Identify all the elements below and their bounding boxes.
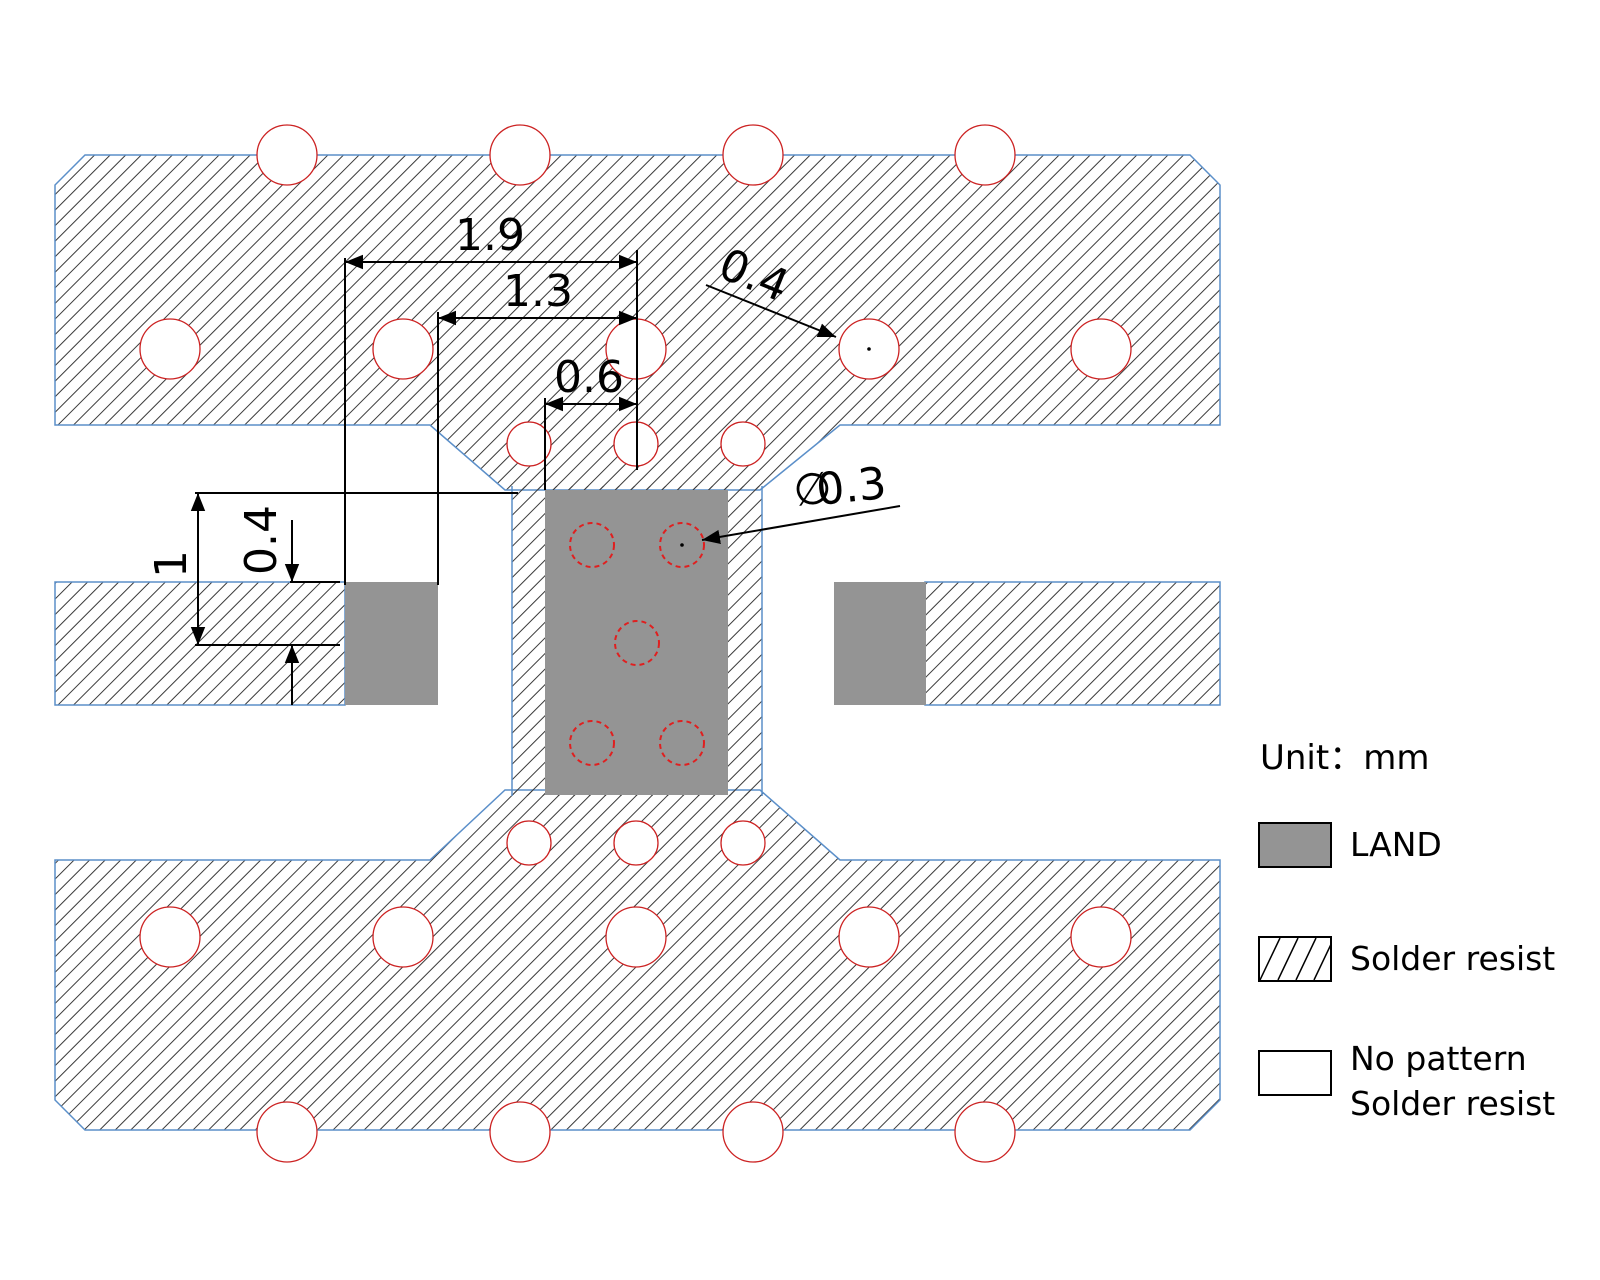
land-via — [659, 720, 705, 766]
via — [838, 906, 900, 968]
solder-resist-right-strip — [924, 581, 1221, 706]
via — [139, 318, 201, 380]
no-pattern-swatch — [1258, 1050, 1332, 1096]
dim-0-4-vertical: 0.4 — [236, 505, 287, 575]
via — [722, 1101, 784, 1163]
via — [1070, 906, 1132, 968]
hatch-swatch — [1258, 936, 1335, 982]
legend-item-no-pattern: No pattern Solder resist — [1258, 1036, 1555, 1126]
via — [954, 1101, 1016, 1163]
via — [256, 124, 318, 186]
land-via — [659, 522, 705, 568]
via — [954, 124, 1016, 186]
lands — [345, 490, 926, 795]
land-via — [569, 522, 615, 568]
via — [613, 820, 659, 866]
via — [372, 318, 434, 380]
legend-label-solder-resist: Solder resist — [1350, 939, 1556, 978]
solder-resist-regions — [54, 154, 1221, 1131]
dim-1-9: 1.9 — [455, 210, 525, 261]
via — [1070, 318, 1132, 380]
legend-label-no-pattern: No pattern Solder resist — [1350, 1036, 1555, 1126]
via — [139, 906, 201, 968]
solder-resist-left-strip — [54, 581, 346, 706]
via — [489, 1101, 551, 1163]
via — [720, 421, 766, 467]
dim-0-6: 0.6 — [554, 352, 624, 403]
legend-item-solder-resist: Solder resist — [1258, 936, 1555, 982]
dim-1: 1 — [146, 550, 197, 578]
dim-1-3: 1.3 — [503, 266, 573, 317]
via — [506, 820, 552, 866]
via — [506, 421, 552, 467]
via — [722, 124, 784, 186]
via — [605, 906, 667, 968]
dim-0-3: 0.3 — [814, 458, 889, 516]
legend-label-no-pattern-line1: No pattern — [1350, 1039, 1527, 1078]
land-via — [614, 620, 660, 666]
land-right — [834, 582, 926, 705]
land-vias — [569, 522, 705, 766]
legend-label-no-pattern-line2: Solder resist — [1350, 1084, 1556, 1123]
dimension-lines — [190, 250, 901, 705]
via — [489, 124, 551, 186]
legend-item-land: LAND — [1258, 822, 1442, 868]
land-swatch — [1258, 822, 1332, 868]
via — [372, 906, 434, 968]
resist-vias — [139, 124, 1132, 1163]
via — [256, 1101, 318, 1163]
land-left — [345, 582, 438, 705]
land-center — [545, 490, 728, 795]
via — [720, 820, 766, 866]
land-via — [569, 720, 615, 766]
unit-label: Unit：mm — [1260, 738, 1430, 778]
dia-symbol: ∅ — [791, 462, 834, 517]
legend-label-land: LAND — [1350, 825, 1442, 864]
